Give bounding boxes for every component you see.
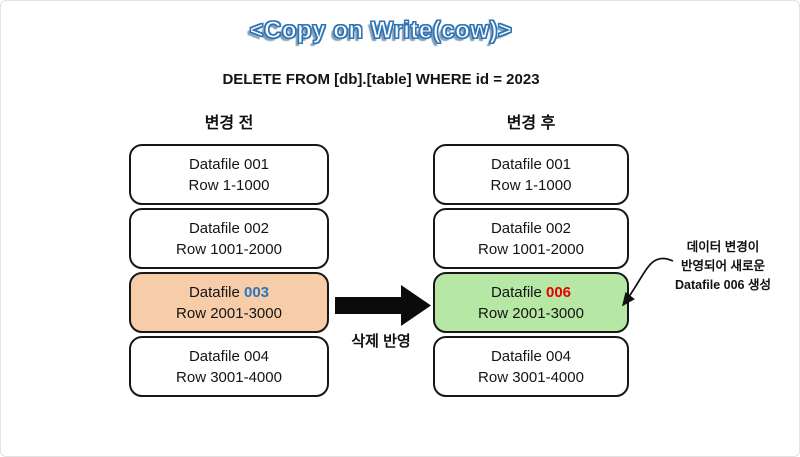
- datafile-box-before-003-highlighted: Datafile 003 Row 2001-3000: [129, 272, 329, 333]
- datafile-label: Datafile: [188, 347, 240, 365]
- datafile-label: Datafile: [490, 347, 542, 365]
- row-range: Row 1-1000: [490, 176, 572, 194]
- datafile-number: 002: [546, 219, 572, 237]
- row-range: Row 3001-4000: [478, 368, 584, 386]
- datafile-label: Datafile: [490, 219, 542, 237]
- row-range: Row 1001-2000: [478, 240, 584, 258]
- datafile-box-after-004: Datafile 004 Row 3001-4000: [433, 336, 629, 397]
- before-column: 변경 전 Datafile 001 Row 1-1000 Datafile 00…: [129, 109, 329, 400]
- row-range: Row 2001-3000: [176, 304, 282, 322]
- datafile-number: 002: [244, 219, 270, 237]
- annotation-line: 반영되어 새로운: [681, 259, 765, 273]
- datafile-box-after-001: Datafile 001 Row 1-1000: [433, 144, 629, 205]
- datafile-number: 001: [244, 155, 270, 173]
- annotation-line: 데이터 변경이: [686, 240, 760, 254]
- sql-statement: DELETE FROM [db].[table] WHERE id = 2023: [222, 71, 540, 88]
- datafile-label: Datafile: [188, 219, 240, 237]
- page-title: <Copy on Write(cow)>: [249, 16, 513, 44]
- annotation-text: 데이터 변경이 반영되어 새로운 Datafile 006 생성: [657, 238, 789, 295]
- datafile-number: 003: [244, 283, 270, 301]
- row-range: Row 3001-4000: [176, 368, 282, 386]
- datafile-box-before-004: Datafile 004 Row 3001-4000: [129, 336, 329, 397]
- after-column-header: 변경 후: [506, 115, 556, 132]
- datafile-number: 004: [244, 347, 270, 365]
- datafile-number: 004: [546, 347, 572, 365]
- row-range: Row 2001-3000: [478, 304, 584, 322]
- row-range: Row 1-1000: [188, 176, 270, 194]
- before-column-header: 변경 전: [204, 115, 254, 132]
- datafile-box-before-001: Datafile 001 Row 1-1000: [129, 144, 329, 205]
- datafile-number: 001: [546, 155, 572, 173]
- annotation-pointer-arrow-icon: [621, 257, 674, 307]
- datafile-label: Datafile: [490, 283, 542, 301]
- delete-transition-arrow-icon: [335, 285, 431, 326]
- annotation-line: Datafile 006 생성: [675, 278, 771, 292]
- datafile-box-after-006-highlighted: Datafile 006 Row 2001-3000: [433, 272, 629, 333]
- row-range: Row 1001-2000: [176, 240, 282, 258]
- datafile-label: Datafile: [188, 283, 240, 301]
- datafile-label: Datafile: [188, 155, 240, 173]
- after-column: 변경 후 Datafile 001 Row 1-1000 Datafile 00…: [433, 109, 629, 400]
- transition-arrow-label: 삭제 반영: [351, 333, 411, 350]
- datafile-box-after-002: Datafile 002 Row 1001-2000: [433, 208, 629, 269]
- datafile-box-before-002: Datafile 002 Row 1001-2000: [129, 208, 329, 269]
- datafile-label: Datafile: [490, 155, 542, 173]
- datafile-number: 006: [546, 283, 572, 301]
